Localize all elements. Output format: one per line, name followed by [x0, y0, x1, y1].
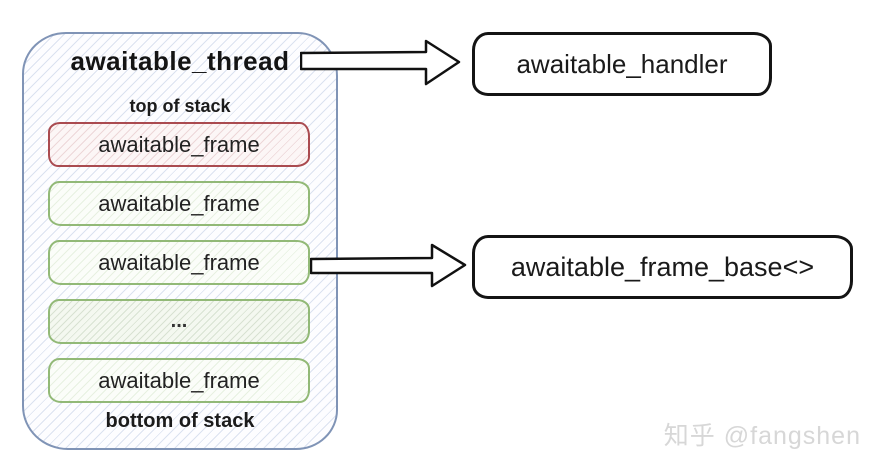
- stack-frame-2: awaitable_frame: [48, 181, 310, 226]
- stack-frame-2-label: awaitable_frame: [98, 190, 260, 216]
- stack-frame-5-label: awaitable_frame: [98, 367, 260, 393]
- stack-frame-1-label: awaitable_frame: [98, 131, 260, 157]
- block-arrow-right-icon: [300, 39, 461, 86]
- block-arrow-right-icon: [310, 243, 467, 288]
- stack-frame-5: awaitable_frame: [48, 358, 310, 403]
- awaitable-thread-title: awaitable_thread: [70, 46, 290, 76]
- stack-frame-1: awaitable_frame: [48, 122, 310, 167]
- awaitable-handler-label: awaitable_handler: [516, 48, 728, 79]
- watermark: 知乎 @fangshen: [663, 422, 861, 450]
- stack-frame-3: awaitable_frame: [48, 240, 310, 285]
- awaitable-frame-base-label: awaitable_frame_base<>: [510, 251, 815, 282]
- awaitable-frame-base-box: awaitable_frame_base<>: [472, 235, 853, 299]
- awaitable-thread-container: awaitable_thread top of stack awaitable_…: [22, 32, 338, 450]
- stack-frame-ellipsis-label: ...: [170, 310, 188, 332]
- top-of-stack-label: top of stack: [129, 96, 231, 116]
- awaitable-handler-box: awaitable_handler: [472, 32, 772, 96]
- stack-frame-3-label: awaitable_frame: [98, 249, 260, 275]
- stack-frame-ellipsis: ...: [48, 299, 310, 344]
- bottom-of-stack-label: bottom of stack: [105, 410, 255, 432]
